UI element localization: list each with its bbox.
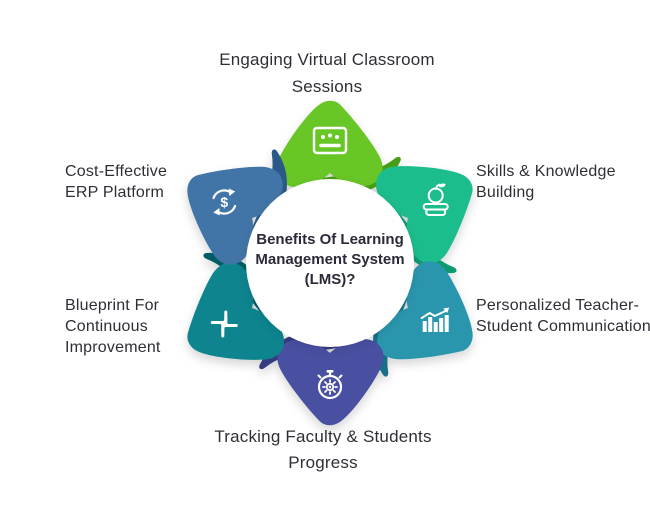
- presentation-board-icon: [312, 126, 348, 155]
- apple-on-books-icon: [422, 183, 449, 216]
- dollar-sign-glyph: $: [220, 194, 228, 210]
- label-tracking-progress: Tracking Faculty & Students Progress: [214, 427, 432, 472]
- label-communication: Personalized Teacher-Student Communicati…: [476, 297, 650, 335]
- label-virtual-classroom: Engaging Virtual Classroom Sessions: [219, 50, 435, 96]
- label-cost-effective-erp: Cost-Effective ERP Platform: [65, 163, 168, 201]
- bar-chart-growth-icon: [420, 307, 450, 332]
- center-circle: [246, 179, 414, 347]
- interlocked-cross-icon: [210, 310, 238, 338]
- stopwatch-gear-icon: [317, 370, 343, 400]
- dollar-cycle-icon: $: [212, 188, 237, 216]
- label-blueprint-improvement: Blueprint For Continuous Improvement: [65, 297, 161, 356]
- diagram-title: Benefits Of Learning Management System (…: [255, 231, 405, 288]
- label-skills-knowledge: Skills & Knowledge Building: [476, 163, 616, 201]
